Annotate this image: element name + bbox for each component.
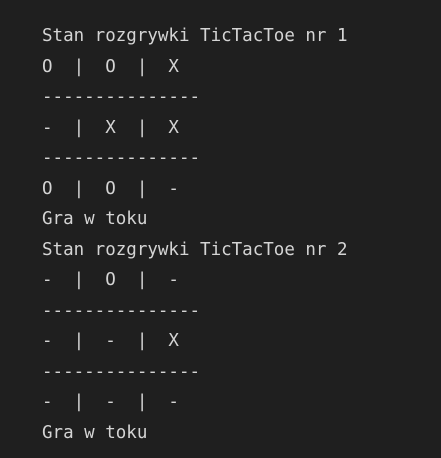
game-1-row-2: - | X | X bbox=[42, 117, 179, 138]
game-1-row-3: O | O | - bbox=[42, 178, 179, 199]
game-2-separator-2: --------------- bbox=[42, 361, 201, 382]
game-1-title: Stan rozgrywki TicTacToe nr 1 bbox=[42, 26, 348, 46]
game-1-status: Gra w toku bbox=[42, 209, 148, 229]
game-2-row-2: - | - | X bbox=[42, 331, 179, 351]
game-1-separator-2: --------------- bbox=[42, 148, 201, 168]
game-1-separator-1: --------------- bbox=[42, 87, 201, 107]
game-2-row-3: - | - | - bbox=[42, 392, 179, 412]
game-2-title: Stan rozgrywki TicTacToe nr 2 bbox=[42, 239, 348, 260]
console-output: Stan rozgrywki TicTacToe nr 1 O | O | X … bbox=[42, 21, 441, 448]
game-2-row-1: - | O | - bbox=[42, 270, 179, 290]
game-1-row-1: O | O | X bbox=[42, 56, 179, 77]
game-2-separator-1: --------------- bbox=[42, 300, 201, 321]
game-2-status: Gra w toku bbox=[42, 422, 148, 443]
